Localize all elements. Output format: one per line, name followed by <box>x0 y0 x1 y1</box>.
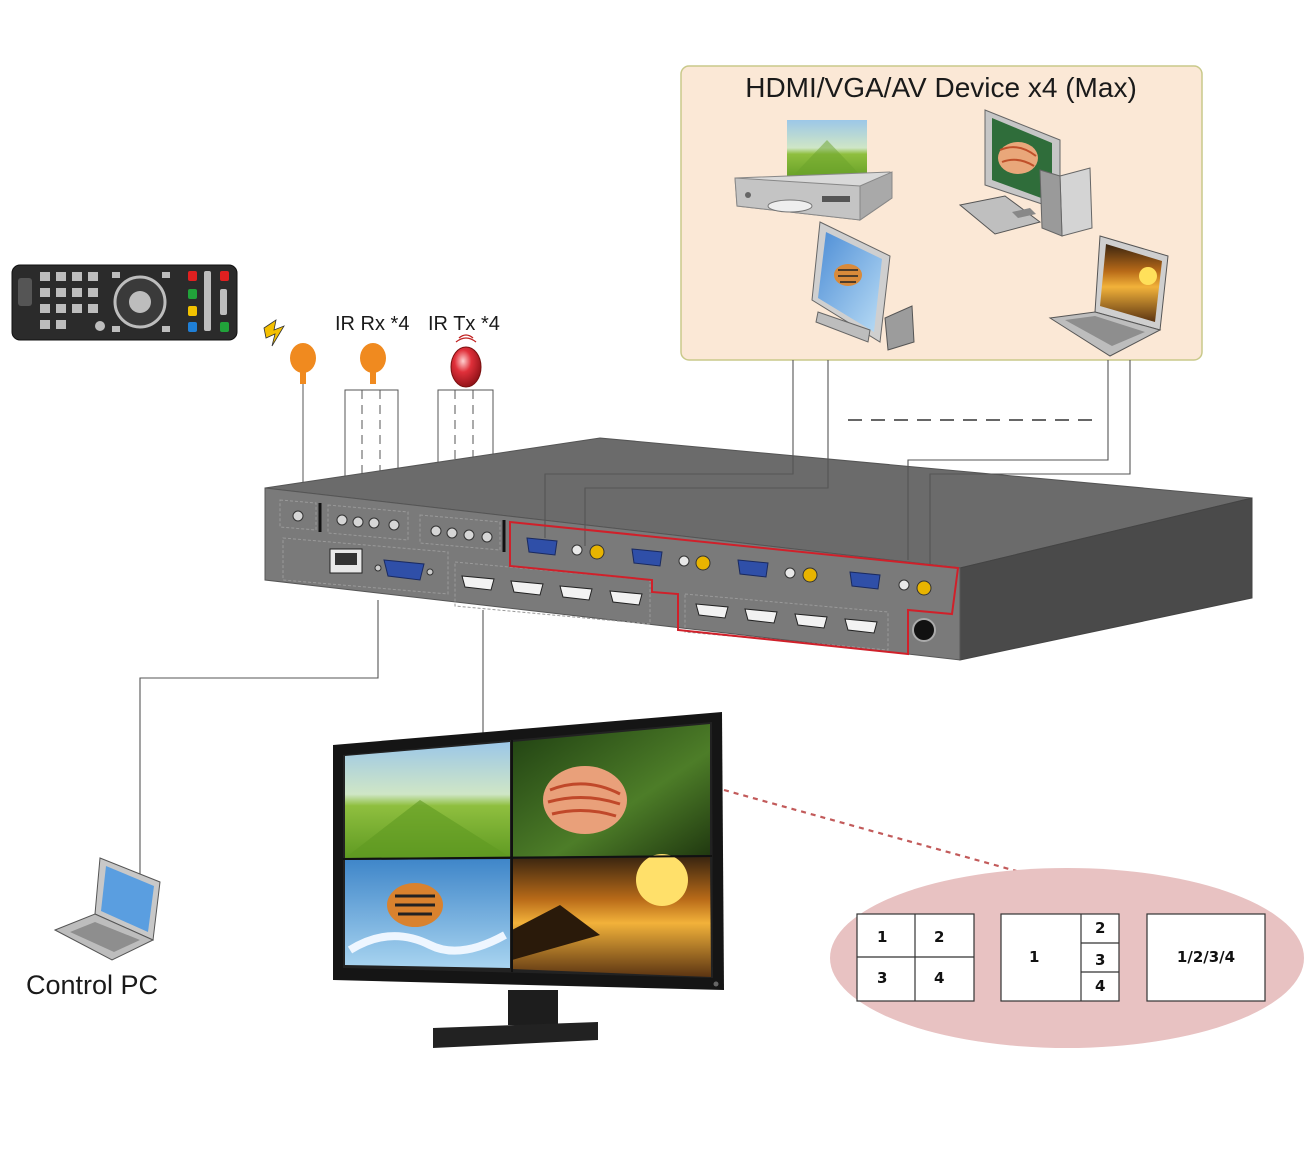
laptop-icon <box>1048 235 1169 357</box>
pip-cell-2: 2 <box>1095 919 1106 937</box>
ir-jacks <box>292 510 493 543</box>
audio-out-jack <box>912 618 936 642</box>
control-pc-laptop-icon <box>53 857 161 961</box>
ir-rx-label: IR Rx *4 <box>335 313 410 335</box>
quad-cell-4: 4 <box>934 969 945 987</box>
quad-cell-1: 1 <box>877 928 888 946</box>
hdmi-ports <box>461 575 878 634</box>
output-monitor <box>333 712 724 1048</box>
ir-receiver-icon <box>290 343 316 490</box>
control-pc-label: Control PC <box>26 970 159 1000</box>
layout-full <box>1146 913 1266 1002</box>
layout-quad <box>856 913 975 1002</box>
source-cables <box>544 360 1131 566</box>
layout-callout-line <box>723 788 1021 874</box>
layout-pip <box>1000 913 1120 1002</box>
pip-cell-4: 4 <box>1095 977 1106 995</box>
dvd-player-icon <box>734 120 893 221</box>
ir-rx-extender-icon <box>344 343 399 491</box>
desktop-pc-icon <box>958 109 1093 237</box>
quad-cell-2: 2 <box>934 928 945 946</box>
lcd-monitor-icon <box>811 221 915 351</box>
remote-control-icon <box>11 264 238 341</box>
av-input-jacks <box>571 544 932 596</box>
quad-cell-3: 3 <box>877 969 888 987</box>
pip-cell-3: 3 <box>1095 951 1106 969</box>
source-devices-title: HDMI/VGA/AV Device x4 (Max) <box>745 72 1137 103</box>
ir-signal-bolt-icon <box>263 319 285 347</box>
pip-cell-1: 1 <box>1029 948 1040 966</box>
ir-tx-label: IR Tx *4 <box>428 313 500 335</box>
vga-input-ports <box>526 537 881 590</box>
input-section-highlight <box>509 520 960 656</box>
rs232-port-icon <box>383 559 425 581</box>
rs232-cable <box>139 600 379 880</box>
full-cell-label: 1/2/3/4 <box>1176 948 1236 966</box>
